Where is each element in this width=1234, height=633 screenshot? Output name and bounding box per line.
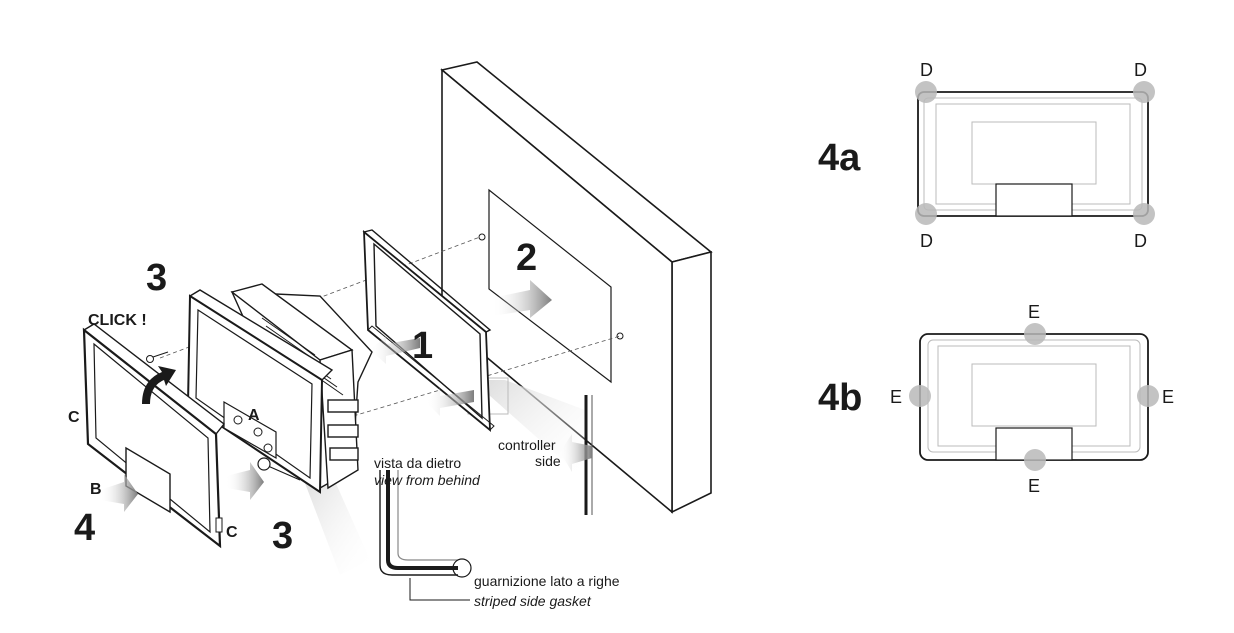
arrow-controller-side [560, 434, 592, 472]
step-4b-label: 4b [818, 377, 862, 419]
step-2-label: 2 [516, 237, 537, 279]
wall-cutout [488, 188, 612, 384]
screw-top [146, 351, 169, 363]
marker-e-right [1137, 385, 1159, 407]
screw-bottom [257, 457, 301, 481]
point-d-tl: D [920, 60, 933, 80]
rotate-arrow [142, 366, 176, 404]
point-e-right: E [1162, 387, 1174, 407]
arrow-gasket-back [426, 388, 474, 416]
marker-d-tr [1133, 81, 1155, 103]
point-d-bl: D [920, 231, 933, 251]
detail-4a: 4a D D D D [818, 60, 1155, 251]
marker-e-left [909, 385, 931, 407]
arrow-step4-c [226, 462, 264, 500]
part-c-bottom-label: C [226, 524, 238, 541]
marker-d-br [1133, 203, 1155, 225]
point-d-br: D [1134, 231, 1147, 251]
step-4-label: 4 [74, 507, 95, 549]
step-4a-label: 4a [818, 137, 861, 179]
controller-side-label-1: controller [498, 437, 556, 453]
point-d-tr: D [1134, 60, 1147, 80]
wall-panel [440, 61, 713, 514]
marker-d-bl [915, 203, 937, 225]
point-e-top: E [1028, 302, 1040, 322]
view-from-behind-en: view from behind [374, 472, 481, 488]
point-e-bottom: E [1028, 476, 1040, 496]
push-arrows [100, 280, 592, 512]
detail-4b: 4b E E E E [818, 302, 1174, 496]
part-c-left-label: C [68, 409, 80, 426]
view-from-behind-it: vista da dietro [374, 455, 461, 471]
gasket-label-en: striped side gasket [474, 593, 592, 609]
step-3-top-label: 3 [146, 257, 167, 299]
gasket-label-it: guarnizione lato a righe [474, 573, 620, 589]
marker-e-top [1024, 323, 1046, 345]
view-beam [472, 380, 585, 480]
controller-front-plate [186, 289, 334, 494]
click-label: CLICK ! [88, 312, 147, 329]
part-b-label: B [90, 481, 102, 498]
step-3-bottom-label: 3 [272, 515, 293, 557]
arrow-step2 [492, 280, 552, 318]
marker-d-tl [915, 81, 937, 103]
part-a-label: A [248, 407, 260, 424]
point-e-left: E [890, 387, 902, 407]
arrow-step1 [370, 336, 420, 364]
controller-side-label-2: side [535, 453, 561, 469]
view-beam-front [300, 470, 370, 575]
marker-e-bottom [1024, 449, 1046, 471]
arrow-step4-b [100, 474, 138, 512]
step-1-label: 1 [412, 325, 433, 367]
